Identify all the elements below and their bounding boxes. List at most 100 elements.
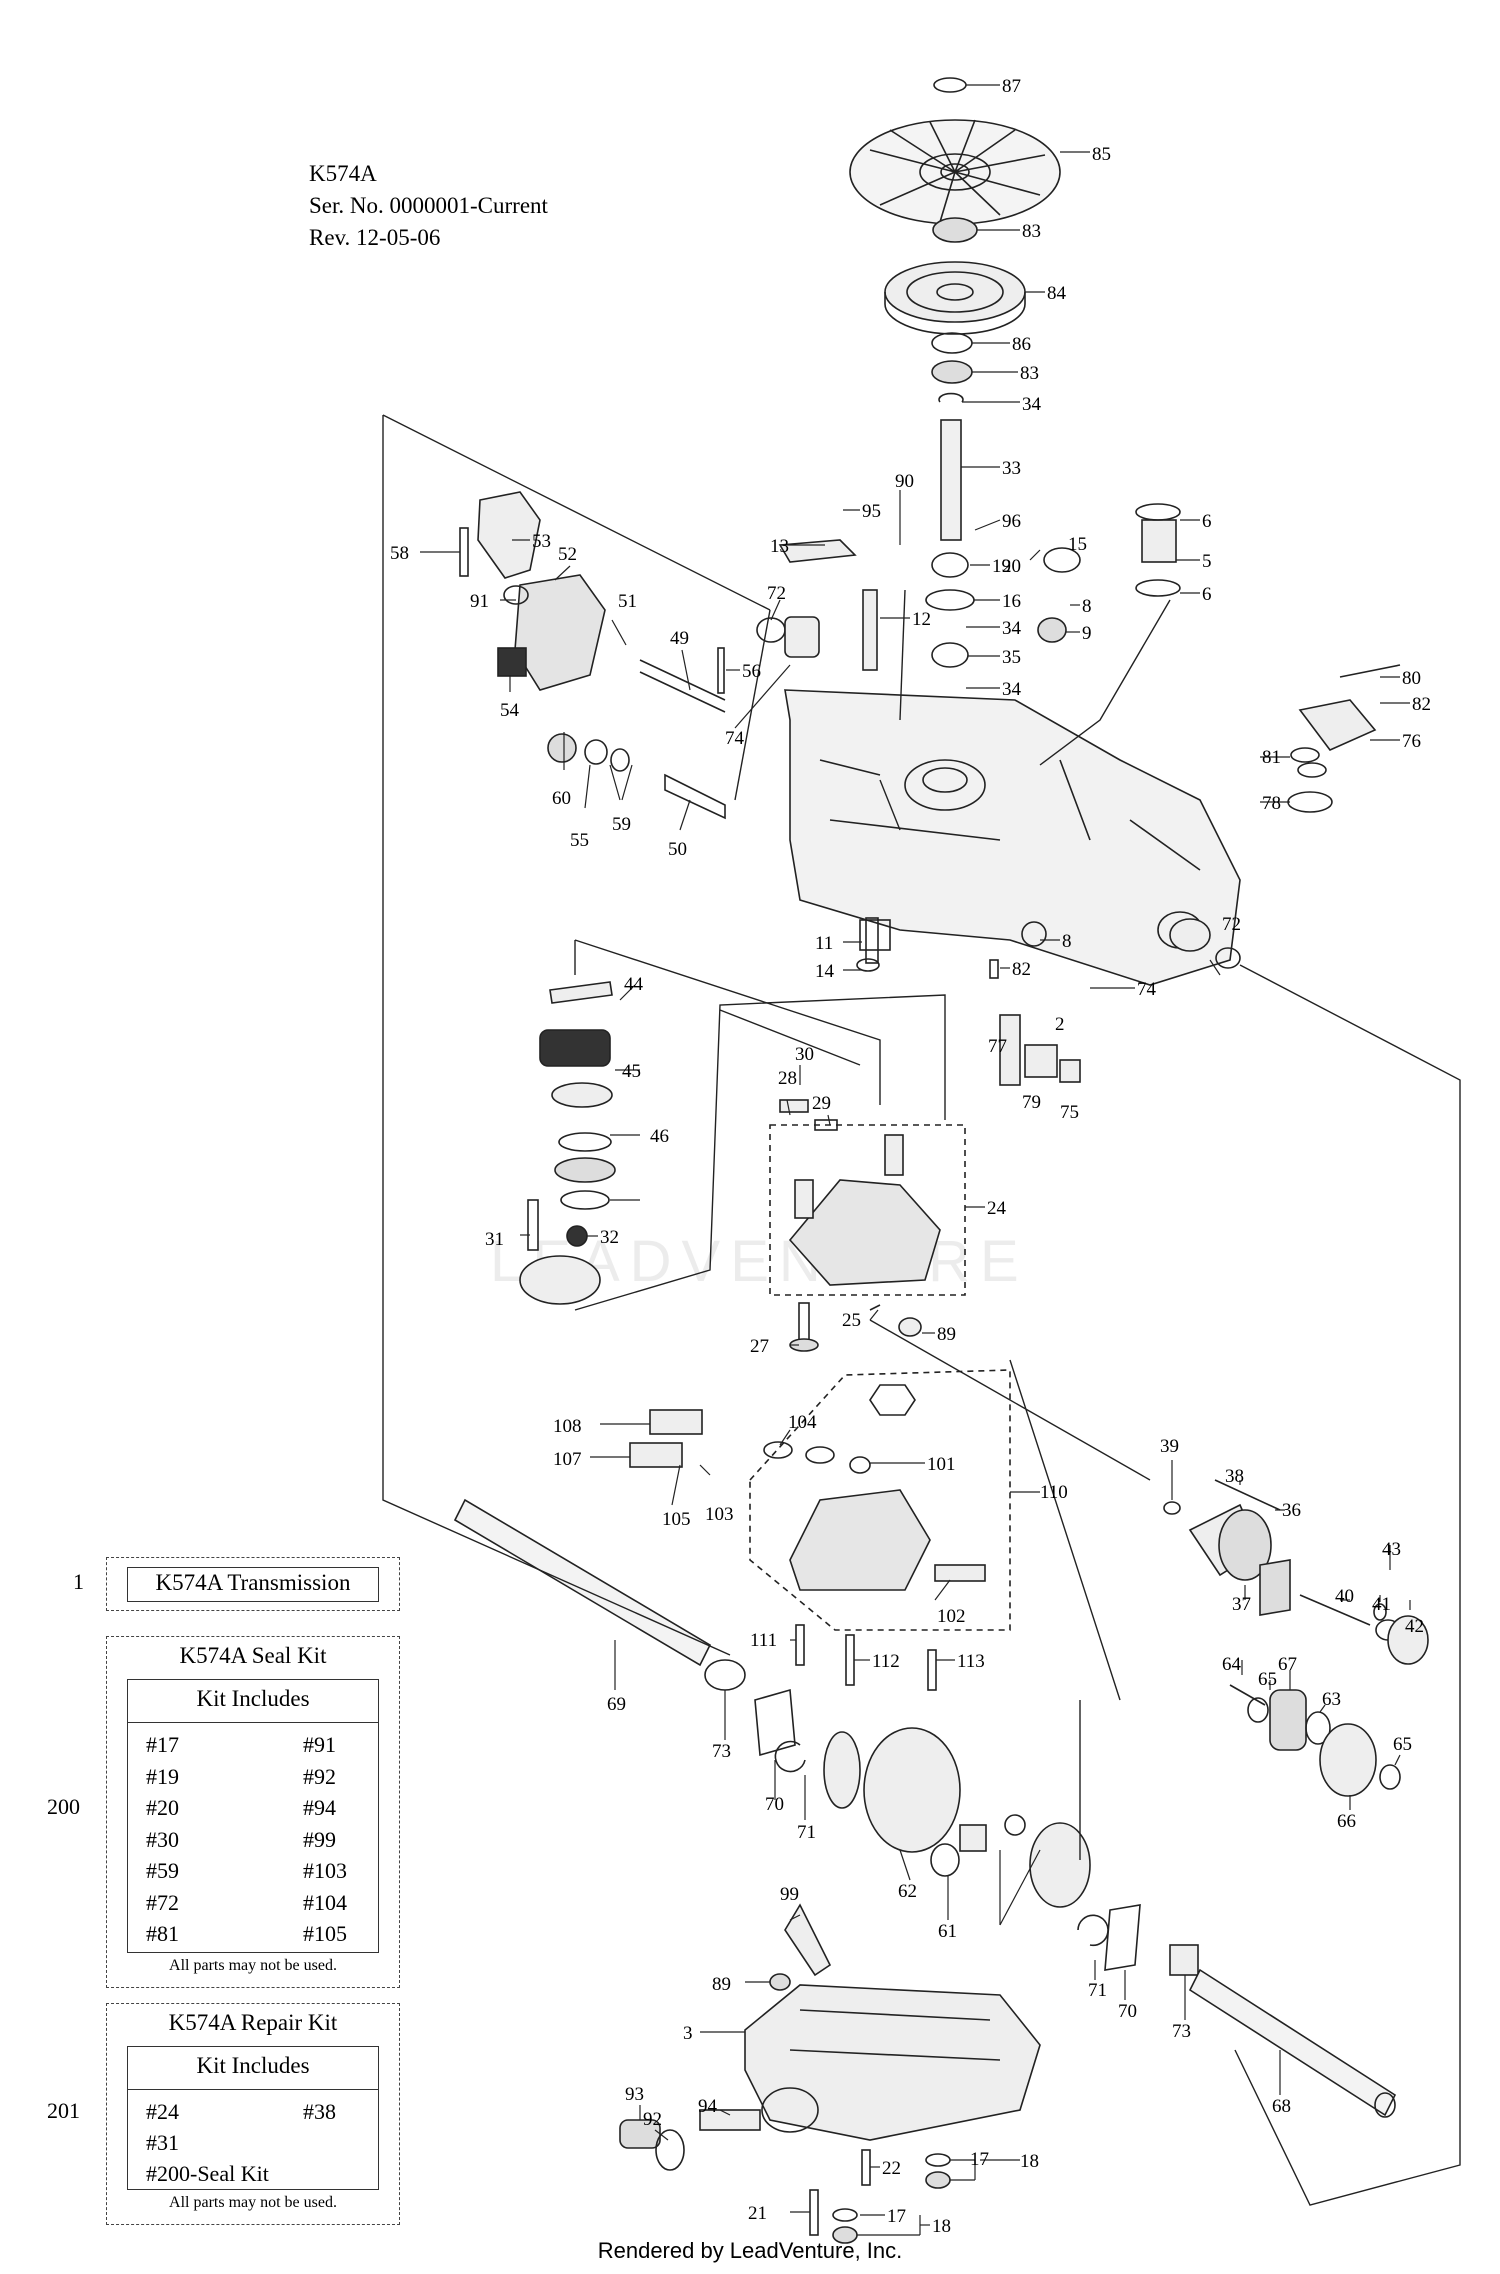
kit-item: #104 [303,1889,347,1915]
repair-kit-note: All parts may not be used. [169,2194,337,2211]
part-label: 113 [957,1651,985,1672]
control-shaft-part [639,659,726,713]
part-label: 89 [712,1974,731,1995]
part-label: 79 [1022,1092,1041,1113]
part-label: 104 [788,1412,817,1433]
pin-part [1229,1684,1266,1706]
center-section-group [769,1124,966,1296]
part-label: 29 [812,1093,831,1114]
snap-ring-part [938,392,964,403]
washer-part [1379,1764,1401,1790]
transmission-item-number: 1 [73,1569,84,1594]
seal-kit-subtitle: Kit Includes [196,1686,310,1711]
pinion-part [959,1824,987,1852]
pin-part [1214,1479,1281,1511]
part-label: 22 [882,2158,901,2179]
part-label: 71 [797,1822,816,1843]
spring-part [865,917,879,964]
part-label: 32 [600,1227,619,1248]
part-label: 66 [1337,1811,1356,1832]
part-label: 71 [1088,1980,1107,2001]
part-label: 53 [532,531,551,552]
part-label: 65 [1258,1669,1277,1690]
model-title: K574A [309,161,377,186]
part-label: 37 [1232,1594,1251,1615]
bolt-part [809,2189,819,2236]
retaining-ring-part [933,77,967,93]
part-label: 46 [650,1126,669,1147]
part-label: 63 [1322,1689,1341,1710]
part-label: 44 [624,974,644,995]
part-label: 87 [1002,76,1021,97]
part-label: 83 [1020,363,1039,384]
thrust-washer-part [1104,1904,1141,1971]
plug-part [1021,921,1047,947]
part-label: 35 [1002,647,1021,668]
part-label: 68 [1272,2096,1291,2117]
pin-part [862,589,878,671]
kit-item: #99 [303,1826,336,1852]
bracket-part [1298,699,1377,751]
part-label: 31 [485,1229,504,1250]
serial-number: Ser. No. 0000001-Current [309,193,548,218]
pin-part [884,1134,904,1176]
center-section-part [788,1179,941,1286]
gear-part [1319,1723,1377,1797]
part-label: 18 [932,2216,951,2237]
part-label: 112 [872,1651,900,1672]
pulley-part [884,261,1026,335]
part-label: 12 [912,609,931,630]
spring-part [1287,791,1333,813]
kit-item: #200-Seal Kit [146,2161,269,2186]
shaft-part [664,773,726,820]
part-label: 18 [1020,2151,1039,2172]
bearing-part [554,1157,616,1183]
part-label: 92 [643,2109,662,2130]
oring-part [655,2129,685,2171]
part-label: 8 [1062,931,1072,952]
kit-item: #30 [146,1826,179,1852]
kit-item: #17 [146,1732,179,1757]
part-label: 82 [1412,694,1431,715]
part-label: 21 [748,2203,767,2224]
washer-part [931,332,973,354]
part-label: 17 [887,2206,906,2227]
bracket-part [778,539,857,563]
part-label: 67 [1278,1654,1297,1675]
kit-item: #103 [303,1858,347,1883]
oring-part [1297,762,1327,778]
part-label: 39 [1160,1436,1179,1457]
pinion-part [930,1843,960,1877]
washer-part [1163,1501,1181,1515]
pinion-part [1269,1689,1307,1751]
part-label: 34 [1002,679,1022,700]
pin-part [717,647,725,694]
part-label: 30 [795,1044,814,1065]
swashplate-part [539,1029,611,1067]
ring-part [925,589,975,611]
part-label: 73 [1172,2021,1191,2042]
part-label: 3 [683,2023,693,2044]
washer-part [925,2153,951,2167]
kit-item: #20 [146,1795,179,1820]
part-label: 33 [1002,458,1021,479]
kit-item: #38 [303,2099,336,2124]
bull-gear-part [863,1727,961,1853]
repair-kit-box: K574A Repair Kit Kit Includes #24#31#200… [106,2003,400,2225]
repair-kit-title: K574A Repair Kit [168,2010,338,2035]
cooling-fan-part [849,119,1061,225]
kit-item: #81 [146,1921,179,1946]
part-label: 34 [1022,394,1042,415]
bypass-valve-part [629,1442,683,1468]
part-label: 82 [1012,959,1031,980]
bushing-part [784,616,820,658]
pin-part [794,1179,814,1219]
axle-part [453,1498,746,1691]
axle-part [1188,1968,1397,2118]
part-label: 90 [895,471,914,492]
seal-part [1215,947,1241,969]
nut-part [931,360,973,384]
part-label: 80 [1402,668,1421,689]
